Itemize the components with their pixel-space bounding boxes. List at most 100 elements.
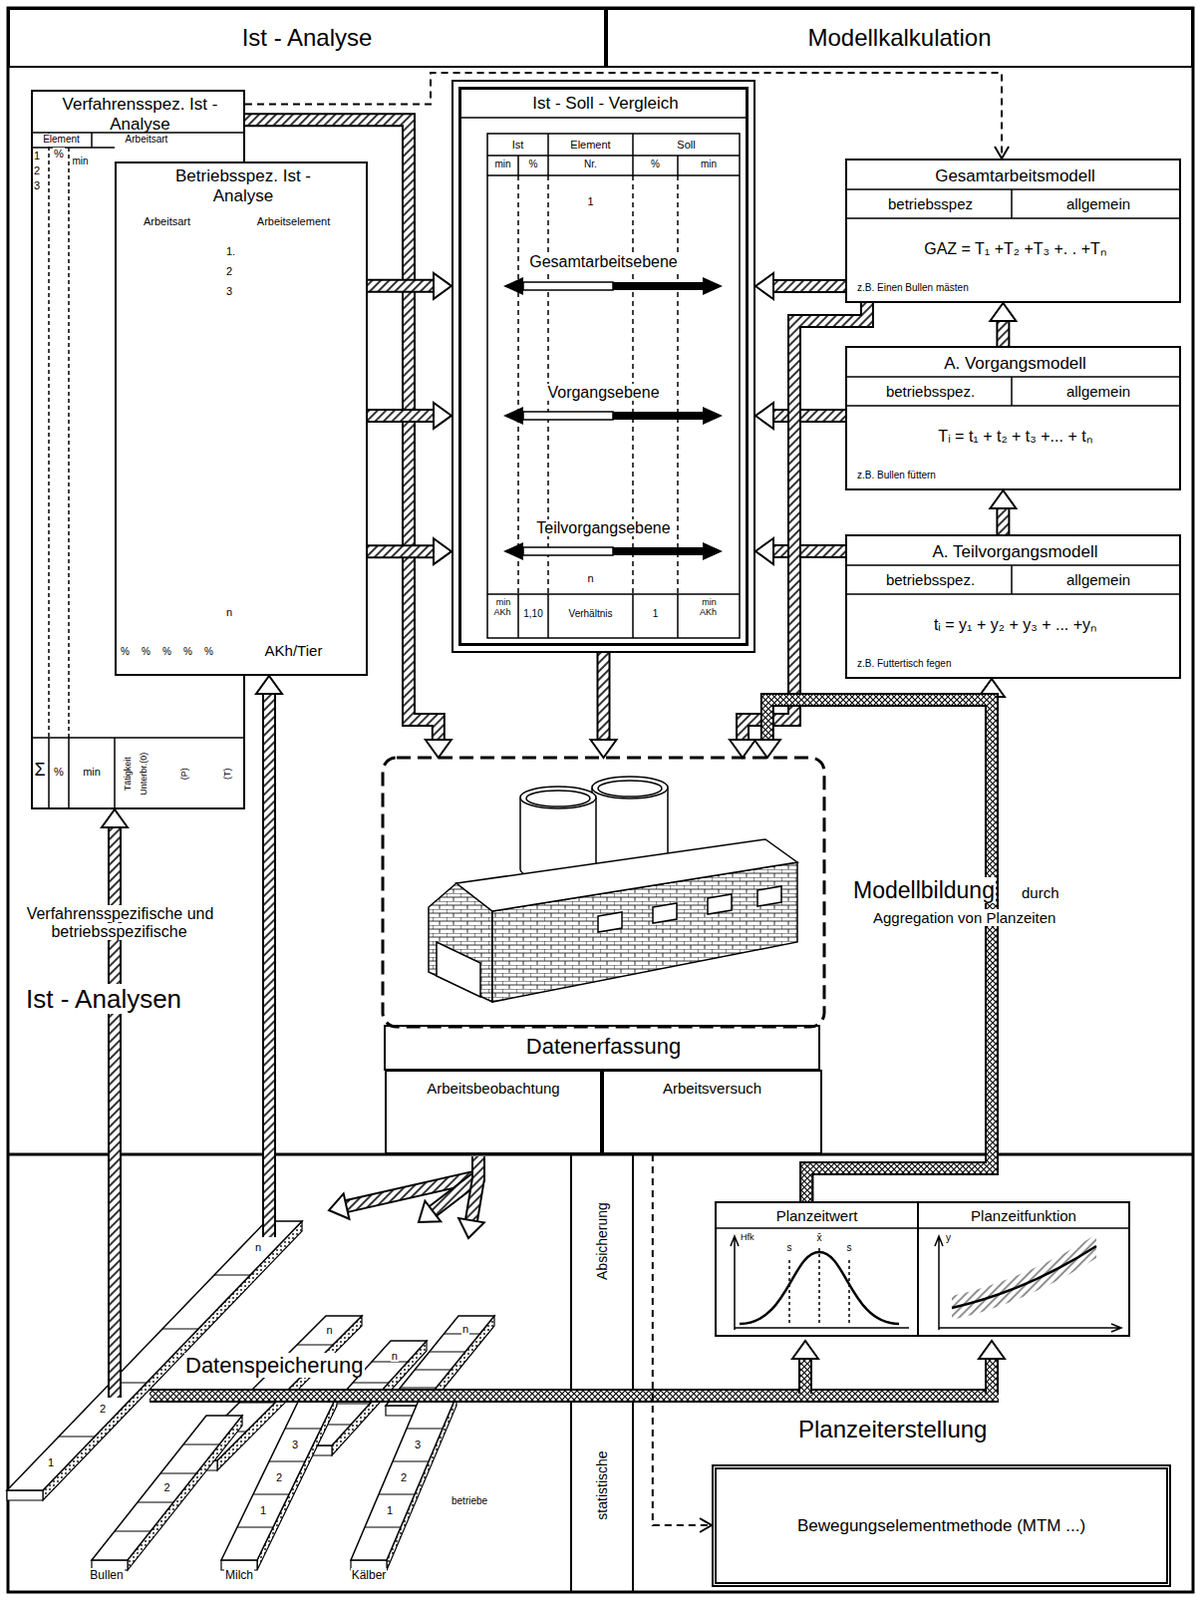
box-text: allgemein [1013,195,1184,213]
table-lines [459,116,748,119]
text-label: % [119,645,131,657]
box-text: betriebsspez [847,195,1014,213]
arrow-outline [149,1388,999,1403]
arrow-hatching [149,1390,999,1401]
label-holder: Tätigkeit [122,741,133,806]
text-label: 1,10 [522,607,544,619]
text-label: 1 [32,149,41,162]
arrow-outline [773,408,846,423]
box-text: Ist - Soll - Vergleich [453,93,758,114]
connector-arrow [591,652,617,758]
storage-bars [269,1460,305,1462]
arrow-hatching [367,281,434,292]
arrow-head [754,739,781,758]
label-holder: min AKh [693,597,724,618]
frequency-graph [730,1235,909,1330]
box-text: z.B. Einen Bullen mästen [857,282,1177,295]
text-label: s [786,1241,794,1253]
box-text: Modellkalkulation [807,23,991,52]
arrow-head [755,538,774,565]
arrow-outline [742,302,868,740]
text-label: 2 [98,1402,107,1415]
text-label: durch [1020,884,1061,902]
function-graph [951,1245,1097,1308]
label-holder: Unterbr.(0) [138,741,149,806]
text-label: Arbeitsart [124,133,170,145]
label-holder: Teilvorgangsebene [468,519,739,538]
label-holder: durch [1020,884,1081,902]
datenerfassung-frame [382,757,825,1070]
label-holder: n [548,572,633,586]
arrow-hatching [367,546,434,557]
label-holder: s [783,1241,796,1254]
storage-bars [221,1395,337,1560]
label-holder: min [487,158,519,171]
double-arrow [503,277,723,561]
diagram-box: ArbeitsbeobachtungArbeitsversuchDatenerf… [382,757,825,1155]
label-holder: n [386,1349,403,1363]
text-label: Verfahrensspezifische und betriebsspezif… [25,904,215,940]
text-label: Verhältnis [568,607,614,619]
connector-arrow [754,699,992,1202]
storage-bars [392,1460,429,1462]
text-label: Kälber [350,1567,388,1582]
arrow-head [989,490,1016,509]
farm-building [598,780,662,797]
box-text: allgemein [1013,571,1184,589]
arrow-outline [367,279,434,294]
frame-lines [7,7,1194,1592]
farm-building [456,839,798,911]
storage-bars [183,1443,220,1445]
text-label: min [81,765,102,778]
label-holder: (P) [179,753,190,794]
text-label: 1. [225,245,237,258]
text-label: 2 [32,164,41,177]
label-holder: Absicherung [594,1176,610,1306]
label-holder: Arbeitsart [91,133,202,146]
label-holder: 3 [287,1438,303,1452]
label-holder: Verhältnis [548,607,633,620]
arrow-hatching [773,281,846,292]
storage-bars [137,1501,174,1503]
text-label: Gesamtarbeitsebene [528,253,679,271]
box-text: betriebsspez. [847,571,1014,589]
arrow-hatching [742,302,868,740]
text-label: n [461,1322,470,1335]
box-text: Verfahrensspez. Ist - Analyse [52,94,228,134]
label-holder: Aggregation von Planzeiten [872,908,1152,926]
table-lines [48,132,69,738]
text-label: min [70,155,89,167]
storage-bars [91,1415,243,1560]
arrow-head [591,739,617,758]
label-holder: 3 [32,179,47,193]
arrow-outline [471,1156,479,1220]
arrow-head [699,1517,712,1532]
diagram-box: Arbeitsversuch [601,1069,823,1155]
arrow-hatching [471,1156,479,1220]
arrow-outline [798,1358,813,1394]
text-label: 2 [225,265,234,278]
text-label: Milch [224,1567,255,1582]
arrow-outline [984,1358,999,1394]
text-label: min [493,158,512,170]
label-holder: % [177,645,199,658]
arrow-outline [367,408,434,423]
storage-bars [352,1381,389,1383]
label-holder: % [518,158,549,171]
label-holder: % [156,645,178,658]
arrow-head [328,1193,349,1218]
arrow-hatching [367,410,434,421]
text-label: (T) [222,766,233,781]
arrow-hatching [773,410,846,421]
arrow-outline [767,699,992,1202]
arrow-head [755,273,774,300]
label-holder: 1 [32,149,47,163]
arrow-hatching [997,320,1008,346]
label-holder: 1 [381,1503,398,1517]
text-label: Teilvorgangsebene [535,519,671,537]
text-label: min [699,158,718,170]
label-holder: % [48,765,69,779]
label-holder: 3 [225,285,246,299]
